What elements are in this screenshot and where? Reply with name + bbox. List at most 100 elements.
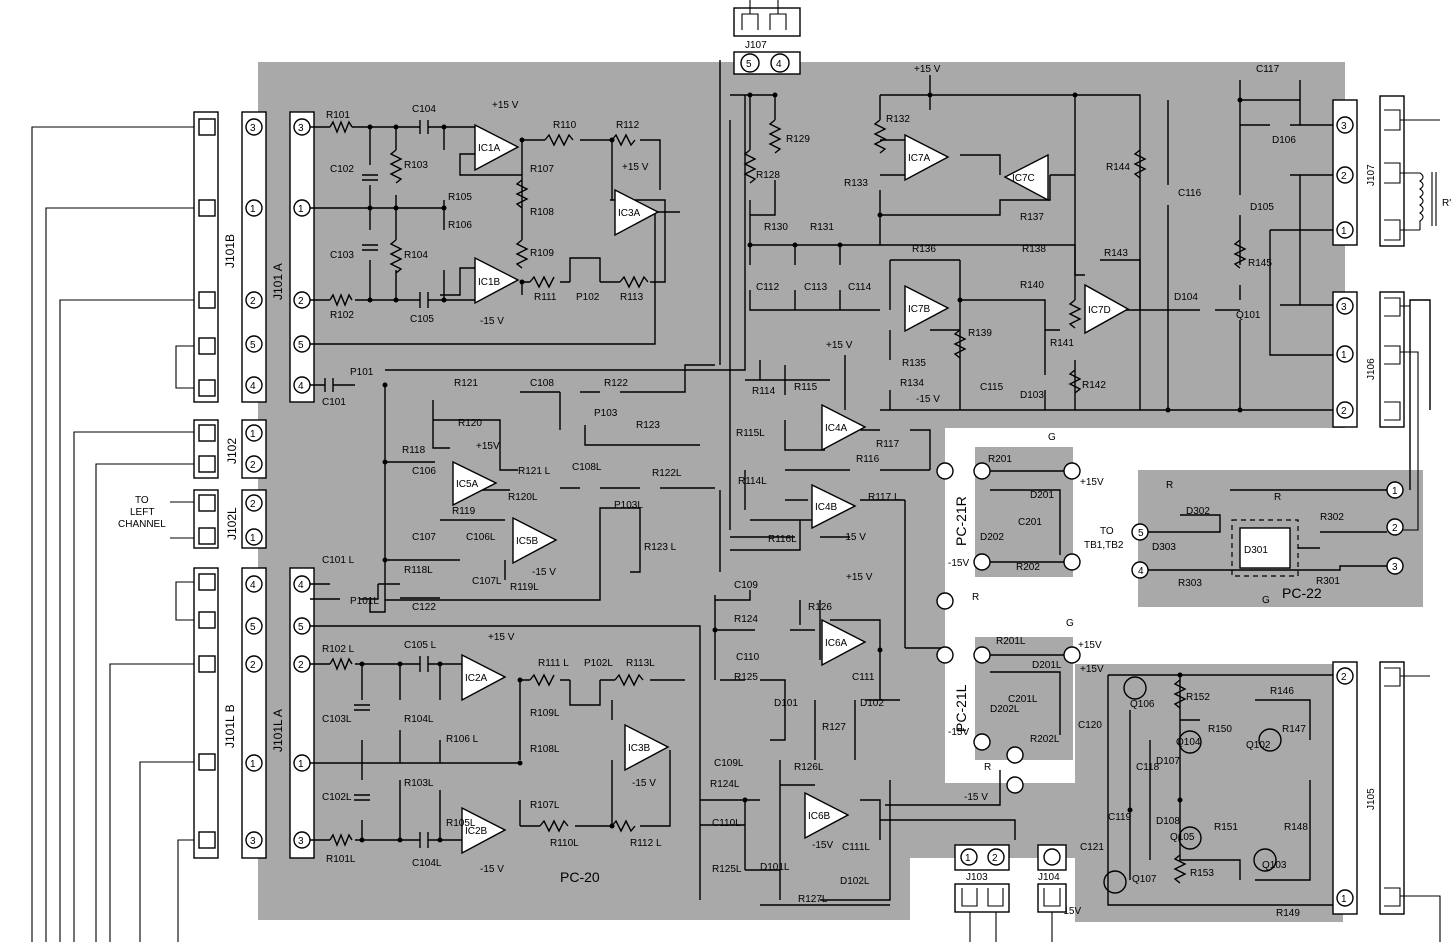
ic7a-label: IC7A — [908, 153, 931, 164]
capacitor-label: C109 — [734, 580, 758, 591]
resistor-label: R102 L — [322, 644, 355, 655]
to-left-label: TO — [135, 495, 149, 506]
left-label: LEFT — [130, 507, 154, 518]
diode-label: D105 — [1250, 202, 1274, 213]
diode-label: D101 — [774, 698, 798, 709]
ic5b-shape — [512, 516, 558, 565]
diode-label: D202 — [980, 532, 1004, 543]
resistor-label: R123 — [636, 420, 660, 431]
transistor-label: Q106 — [1130, 699, 1155, 710]
resistor-label: R303 — [1178, 578, 1202, 589]
pin-label: 4 — [298, 381, 304, 392]
capacitor-label: C122 — [412, 602, 436, 613]
pin-label: 1 — [250, 759, 256, 770]
supply-label: -15 V — [532, 567, 556, 578]
capacitor-label: C107 — [412, 532, 436, 543]
j106-label: J106 — [1366, 358, 1377, 380]
resistor-label: R116 — [856, 454, 880, 465]
pin-label: 2 — [250, 660, 256, 671]
pc21l-title: PC-21L — [953, 684, 969, 732]
pin-label: 3 — [1341, 302, 1347, 313]
pin-label: 2 — [1392, 523, 1398, 534]
diode-label: D201 — [1030, 490, 1054, 501]
resistor-label: R108L — [530, 744, 560, 755]
resistor-label: R301 — [1316, 576, 1340, 587]
j101la-label: J101L A — [271, 709, 285, 752]
capacitor-label: C110 — [736, 652, 760, 663]
supply-label: -15V — [812, 840, 833, 851]
pin-label: 2 — [992, 853, 998, 864]
j101a-label: J101 A — [271, 263, 285, 300]
capacitor-label: C108L — [572, 462, 602, 473]
pin-label: 4 — [776, 59, 782, 70]
j101lb-label: J101L B — [223, 704, 237, 748]
g-label: G — [1262, 595, 1270, 606]
pin-label: 2 — [250, 499, 256, 510]
resistor-label: R111 L — [538, 658, 569, 669]
diode-label: D103 — [1020, 390, 1044, 401]
resistor-label: R109 — [530, 248, 554, 259]
ic2a-shape — [461, 653, 507, 702]
r-label: R — [984, 762, 991, 773]
resistor-label: R122L — [652, 468, 682, 479]
supply-label: +15 V — [492, 100, 519, 111]
ic2a-label: IC2A — [465, 673, 488, 684]
capacitor-label: C119 — [1108, 812, 1132, 823]
ic3b-shape — [624, 723, 670, 772]
capacitor-label: C201 — [1018, 517, 1042, 528]
connector-j107-top: 5 4 — [733, 0, 801, 75]
pc22-circuit — [1131, 299, 1431, 579]
diode-label: D102 — [860, 698, 884, 709]
ic5b-label: IC5B — [516, 536, 539, 547]
resistor-label: R152 — [1186, 692, 1210, 703]
supply-label: -15 V — [480, 316, 504, 327]
pin-label: 3 — [298, 836, 304, 847]
pin-label: 5 — [298, 340, 304, 351]
resistor-label: R111 — [534, 292, 557, 303]
pot-label: P102 — [576, 292, 600, 303]
capacitor-label: C201L — [1008, 694, 1038, 705]
pin-label: 2 — [298, 660, 304, 671]
resistor-label: R108 — [530, 207, 554, 218]
j107-right-label: J107 — [1366, 164, 1377, 186]
r-prime-label: R' — [1442, 198, 1451, 209]
ic3a-shape — [614, 188, 660, 237]
supply-label: -15 V — [964, 792, 988, 803]
ic4b-shape — [811, 483, 857, 530]
ic7b-label: IC7B — [908, 304, 931, 315]
ic3a-label: IC3A — [618, 208, 641, 219]
connector-j103: 1 2 — [954, 844, 1010, 942]
resistor-label: R110L — [550, 838, 579, 849]
supply-label: +15V — [1080, 477, 1104, 488]
ic7c-label: IC7C — [1012, 173, 1035, 184]
channel-label: CHANNEL — [118, 519, 166, 530]
left-external-wiring — [31, 126, 197, 942]
capacitor-label: C109L — [714, 758, 744, 769]
resistor-label: R129 — [786, 134, 810, 145]
diode-label: D104 — [1174, 292, 1198, 303]
resistor-label: R104 — [404, 250, 428, 261]
connector-j102l: 2 1 — [193, 489, 267, 549]
capacitor-label: C112 — [756, 282, 780, 293]
capacitor-label: C104L — [412, 858, 442, 869]
supply-label: +15 V — [622, 162, 649, 173]
capacitor-label: C111L — [842, 842, 870, 853]
transistor-label: Q104 — [1176, 737, 1201, 748]
pin-label: 1 — [250, 429, 256, 440]
pot-label: P103L — [614, 500, 643, 511]
diode-label: D101L — [760, 862, 790, 873]
pin-label: 2 — [250, 460, 256, 471]
resistor-label: R134 — [900, 378, 924, 389]
pin-label: 1 — [1341, 226, 1347, 237]
opamps — [452, 123, 1130, 855]
ic4a-label: IC4A — [825, 423, 848, 434]
pin-label: 5 — [746, 59, 752, 70]
capacitor-label: C108 — [530, 378, 554, 389]
resistor-label: R202 — [1016, 562, 1040, 573]
pc21l-labels: R201L D201L C201L D202L R202L G R — [984, 618, 1074, 773]
pin-label: 4 — [1138, 566, 1144, 577]
resistor-label: R120L — [508, 492, 538, 503]
tb-label: TB1,TB2 — [1084, 540, 1124, 551]
pin-label: 5 — [250, 622, 256, 633]
resistor-label: R140 — [1020, 280, 1044, 291]
